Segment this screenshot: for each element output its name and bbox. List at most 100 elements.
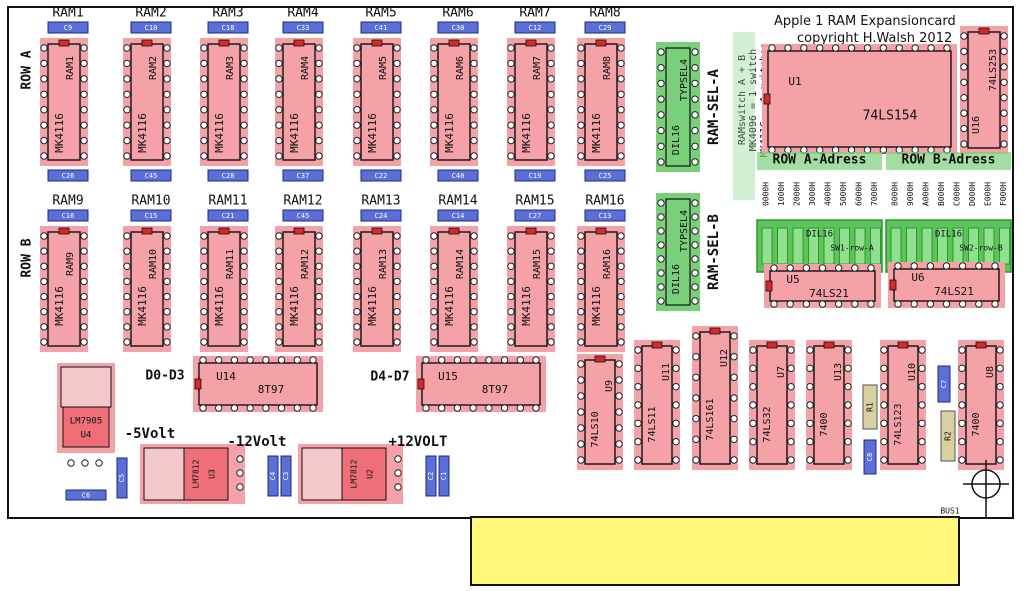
logic-part-u11: 74LS11 (647, 406, 658, 442)
ram-chip-10-pin (123, 308, 131, 316)
ram-part-10: MK4116 (136, 286, 149, 326)
ram-chip-4-pin (275, 75, 283, 83)
u16-chip-pin (1000, 47, 1008, 56)
ram-chip-7-pin (547, 136, 555, 145)
logic-u9-pin (615, 392, 623, 400)
ram-part-13: MK4116 (366, 286, 379, 326)
ram-chip-1-pin (40, 106, 48, 114)
ram-cap-top-8-label: C29 (599, 24, 612, 32)
ram-cap-top-7-label: C12 (529, 24, 542, 32)
u15-chip-pin (422, 356, 430, 364)
ram-cap-bottom-4 (282, 169, 324, 182)
ram-chip-2-pin (163, 59, 171, 68)
ram-chip-11-pin (240, 262, 248, 270)
addr-switch-a-addr-7: 7000H (870, 182, 879, 206)
ram-chip-4-pin (315, 44, 323, 52)
addr-switch-b-sw: SW2-row-B (959, 244, 1003, 253)
ram-chip-11-pin (200, 277, 208, 286)
ram-chip-13 (353, 226, 401, 352)
ram-cap-top-6-label: C30 (452, 24, 465, 32)
ram-inner-15: RAM15 (532, 249, 543, 279)
ram-name-15: RAM15 (515, 194, 554, 209)
u16-chip-pin (1000, 140, 1008, 148)
u16-chip-pin (960, 94, 968, 102)
u6-ref: U6 (911, 271, 924, 284)
ram-select-a-label: RAM-SEL-A (706, 69, 722, 145)
ram-inner-6: RAM6 (455, 56, 466, 80)
u5-chip-pin (834, 264, 843, 272)
logic-u11-pin (672, 346, 680, 354)
u5-part: 74LS21 (809, 287, 849, 300)
regulator-u3-label: -12Volt (227, 434, 286, 450)
ram-chip-13-pin (393, 232, 401, 240)
ram-cap-bottom-1 (47, 169, 89, 182)
ram-name-1: RAM1 (52, 6, 83, 21)
u6-chip-pin (975, 300, 983, 308)
u6-chip-pin (991, 300, 999, 308)
addr-switch-b-lever-0[interactable] (890, 227, 902, 265)
ram-chip-7-pin (507, 44, 515, 52)
logic-u7-pin (787, 456, 795, 464)
ram-chip-7 (507, 38, 555, 166)
resistor-r1 (862, 384, 878, 430)
logic-ref-u10: U10 (907, 363, 918, 381)
ram-cap-top-6 (437, 21, 479, 34)
ram-name-9: RAM9 (52, 194, 83, 209)
ram-chip-12-pin (315, 232, 323, 240)
u1-chip-pads (762, 44, 957, 154)
ram-chip-10-pin (163, 323, 171, 331)
ram-chip-7-pin (547, 75, 555, 83)
u5-chip-pin (802, 300, 811, 308)
logic-u8-pin (958, 346, 966, 354)
ram-chip-15-pin (547, 323, 555, 331)
ram-chip-10-pin (163, 247, 171, 255)
logic-u8-pin (958, 437, 966, 446)
addr-switch-a-lever-0[interactable] (761, 227, 773, 265)
addr-switch-a-lever-2[interactable] (792, 227, 804, 265)
addr-switch-a-lever-1[interactable] (777, 227, 788, 265)
ram-chip-11-pin (200, 232, 208, 240)
resistor-r1-label: R1 (866, 402, 875, 412)
ram-chip-11-pin (200, 323, 208, 331)
logic-u12-pin (692, 435, 700, 444)
logic-u9-pin (615, 456, 623, 464)
logic-u7-pin (749, 401, 757, 409)
logic-u8-pin (958, 456, 966, 464)
ram-chip-6-pin (430, 152, 438, 160)
ram-chip-3-pin (200, 121, 208, 129)
ram-chip-13-pin (353, 247, 361, 255)
addr-switch-b-lever-2[interactable] (921, 227, 933, 265)
ram-chip-2-pin (123, 90, 131, 98)
ram-chip-11-pin (200, 308, 208, 316)
ram-chip-6-pin (430, 59, 438, 68)
logic-ref-u8: U8 (985, 366, 996, 378)
u15-chip-pin (500, 404, 509, 412)
u16-chip-pads (960, 26, 1008, 154)
u6-chip-pin (942, 300, 951, 308)
u14-chip-pads (193, 356, 323, 412)
logic-u12-pin (730, 373, 738, 382)
ram-chip-9-pin (80, 232, 88, 240)
ram-cap-top-15-label: C27 (529, 212, 542, 220)
logic-u10-pin (918, 401, 926, 409)
addr-switch-b-lever-1[interactable] (906, 227, 917, 265)
ram-cap-top-7 (514, 21, 556, 34)
logic-u13-pin (806, 364, 814, 373)
ram-chip-6-pin (430, 90, 438, 98)
logic-u7-pin (787, 346, 795, 354)
logic-u10-pin (918, 437, 926, 446)
ram-chip-3-pin (200, 106, 208, 114)
ram-cap-bottom-6 (437, 169, 479, 182)
ram-chip-9-pin (40, 262, 48, 270)
regulator-u3-pin (236, 469, 244, 477)
ram-select-b-pin (691, 255, 699, 263)
ram-chip-10-pin (163, 232, 171, 240)
ram-chip-14-notch (448, 227, 460, 235)
ram-select-b-pin (691, 269, 699, 277)
ram-chip-12-pin (315, 308, 323, 316)
u15-chip-pin (500, 356, 509, 364)
ram-chip-16-pin (617, 323, 625, 331)
ram-chip-13-pin (353, 308, 361, 316)
ram-name-3: RAM3 (212, 6, 243, 21)
ram-chip-6-pin (470, 106, 478, 114)
